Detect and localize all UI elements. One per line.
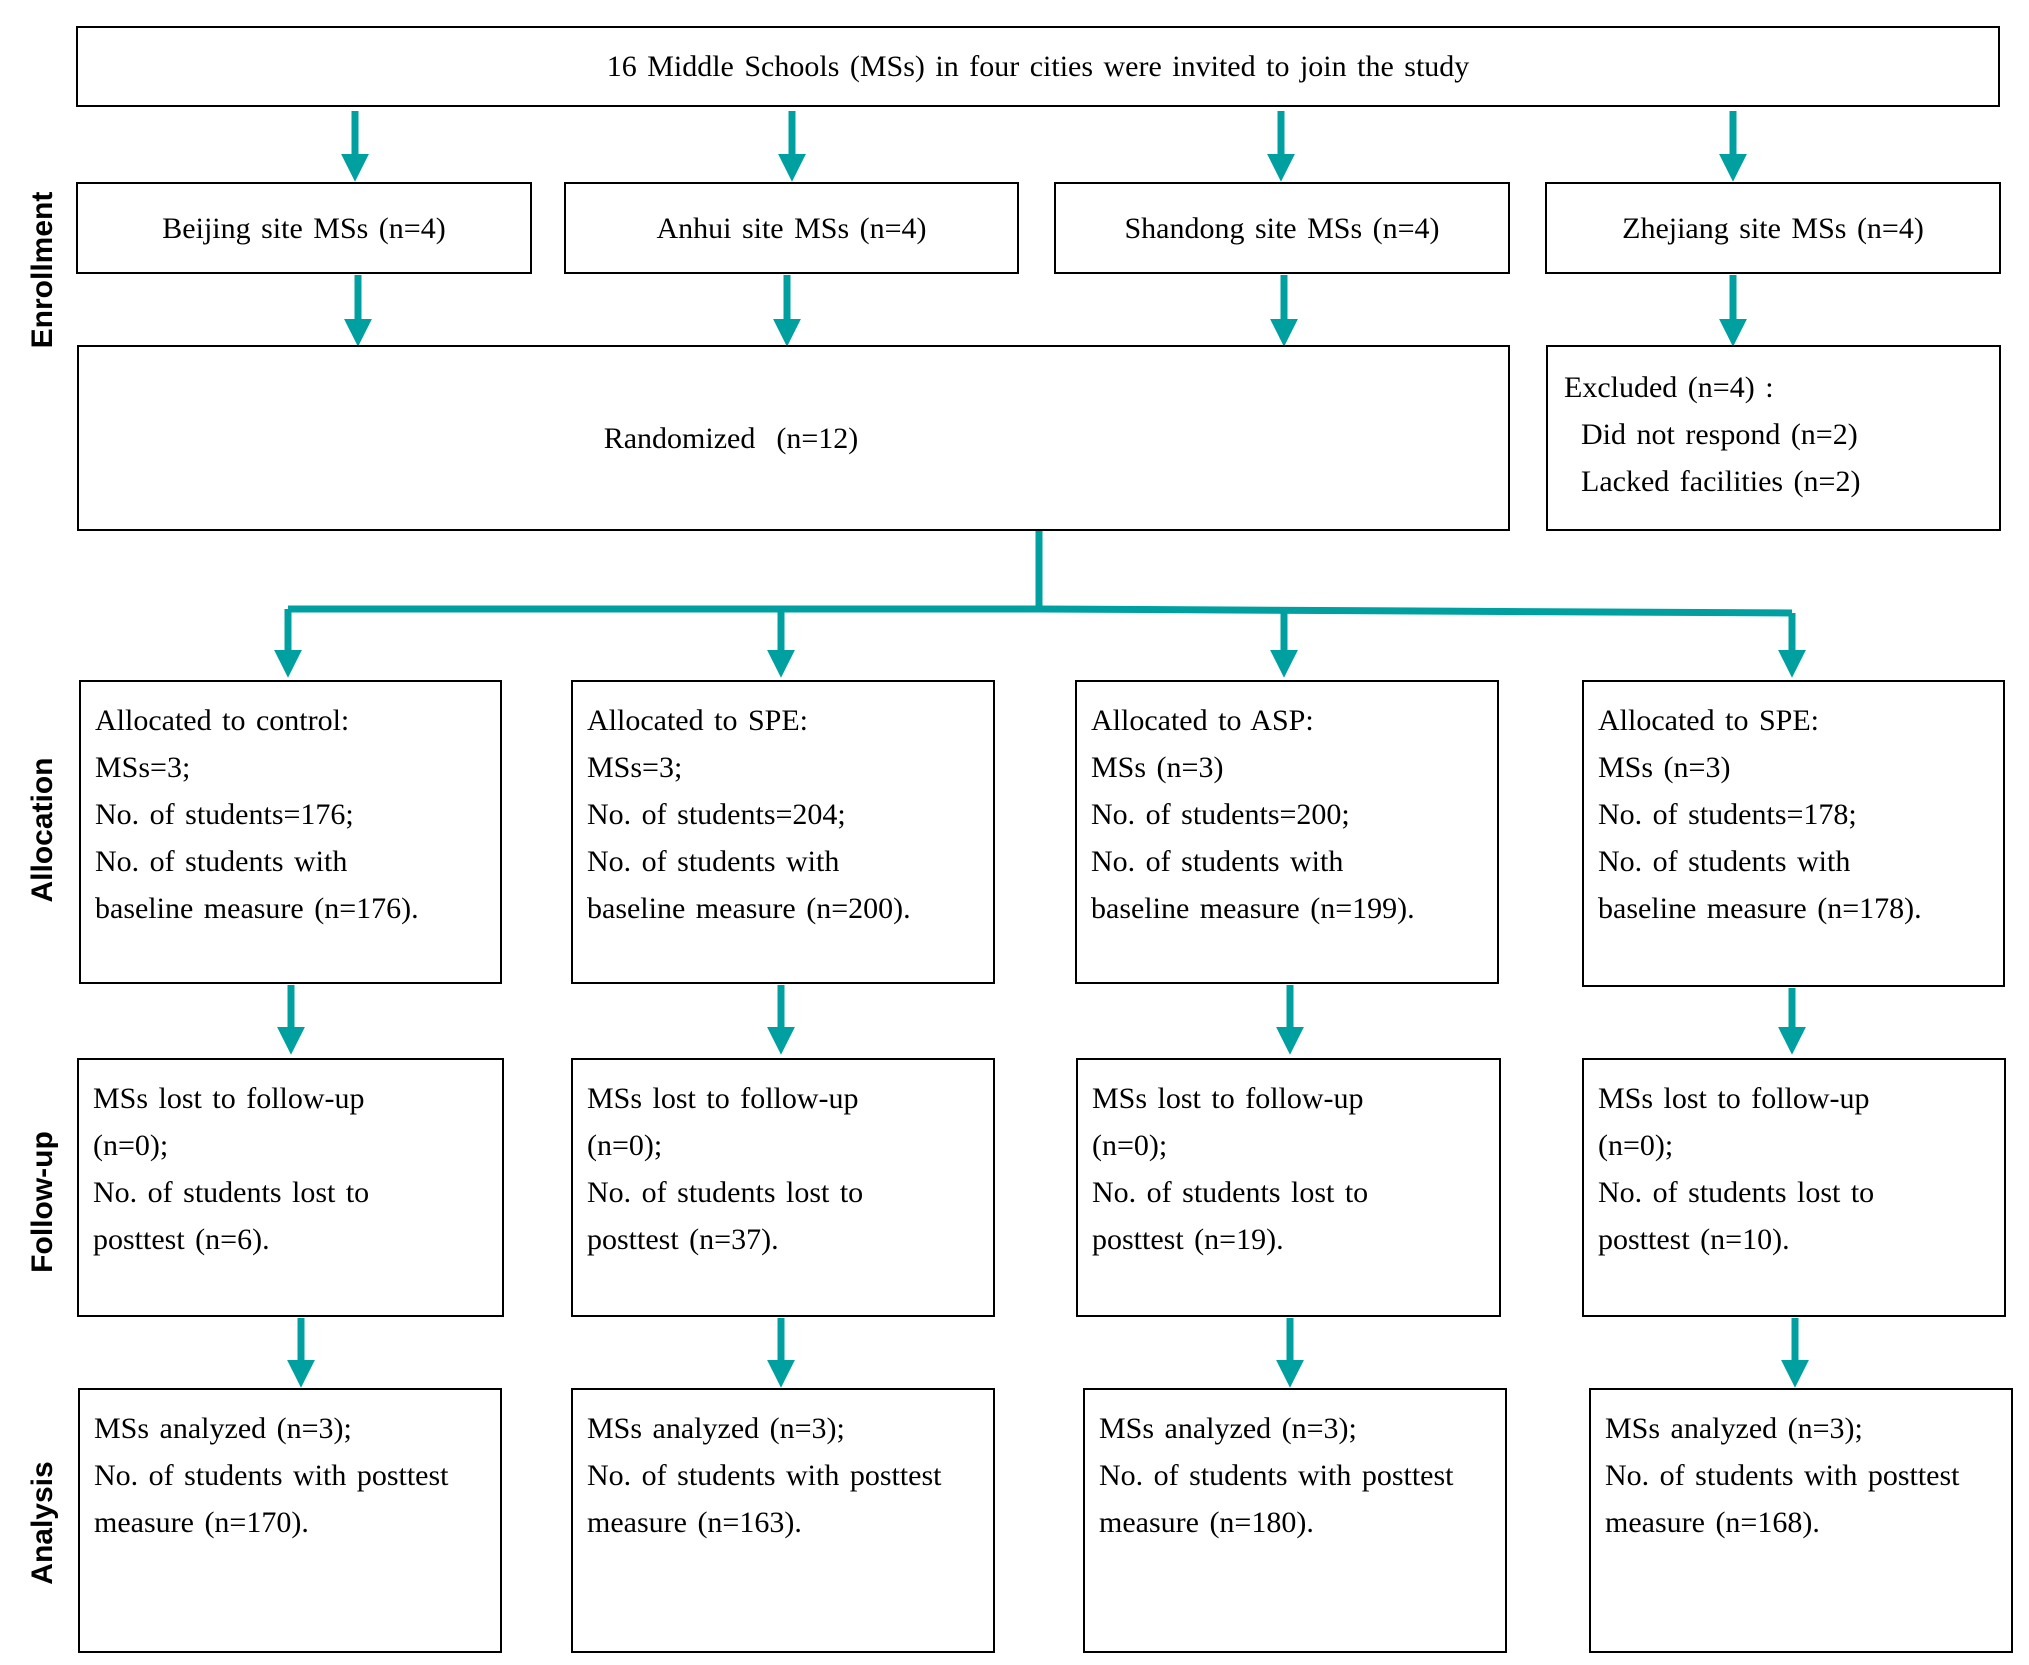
allocation-box-control: Allocated to control: MSs=3; No. of stud… (79, 680, 502, 984)
invited-schools-box: 16 Middle Schools (MSs) in four cities w… (76, 26, 2000, 107)
invited-schools-text: 16 Middle Schools (MSs) in four cities w… (606, 50, 1470, 83)
allocation-line: MSs=3; (587, 751, 683, 784)
followup-line: posttest (n=10). (1598, 1223, 1790, 1256)
connector-allocation-bar (288, 605, 1793, 617)
allocation-line: baseline measure (n=200). (587, 892, 911, 925)
site-box-shandong: Shandong site MSs (n=4) (1054, 182, 1510, 274)
followup-box-asp: MSs lost to follow-up (n=0); No. of stud… (1076, 1058, 1501, 1317)
followup-box-control: MSs lost to follow-up (n=0); No. of stud… (77, 1058, 504, 1317)
followup-box-spe-2: MSs lost to follow-up (n=0); No. of stud… (1582, 1058, 2006, 1317)
randomized-text: Randomized (n=12) (603, 421, 859, 455)
analysis-line: MSs analyzed (n=3); (587, 1412, 845, 1445)
analysis-line: measure (n=180). (1099, 1506, 1314, 1539)
analysis-line: No. of students with posttest (587, 1459, 942, 1492)
allocation-line: No. of students=204; (587, 798, 846, 831)
analysis-box-control: MSs analyzed (n=3); No. of students with… (78, 1388, 502, 1653)
allocation-line: baseline measure (n=199). (1091, 892, 1415, 925)
site-label-anhui: Anhui site MSs (n=4) (656, 211, 927, 245)
allocation-line: Allocated to control: (95, 704, 350, 737)
excluded-reason: Lacked facilities (n=2) (1581, 465, 1861, 498)
analysis-line: No. of students with posttest (1099, 1459, 1454, 1492)
allocation-line: baseline measure (n=176). (95, 892, 419, 925)
stage-label-enrollment: Enrollment (26, 191, 59, 349)
site-label-shandong: Shandong site MSs (n=4) (1124, 211, 1440, 245)
followup-line: MSs lost to follow-up (1092, 1082, 1364, 1115)
followup-line: MSs lost to follow-up (1598, 1082, 1870, 1115)
allocation-line: MSs=3; (95, 751, 191, 784)
followup-line: No. of students lost to (93, 1176, 370, 1209)
analysis-box-spe-2: MSs analyzed (n=3); No. of students with… (1589, 1388, 2013, 1653)
analysis-line: No. of students with posttest (94, 1459, 449, 1492)
followup-line: MSs lost to follow-up (93, 1082, 365, 1115)
stage-label-allocation: Allocation (26, 757, 59, 903)
followup-line: (n=0); (1598, 1129, 1674, 1162)
analysis-box-asp: MSs analyzed (n=3); No. of students with… (1083, 1388, 1507, 1653)
stage-label-follow-up: Follow-up (26, 1131, 59, 1273)
excluded-box: Excluded (n=4) : Did not respond (n=2) L… (1546, 345, 2001, 531)
followup-line: posttest (n=37). (587, 1223, 779, 1256)
allocation-line: No. of students=178; (1598, 798, 1857, 831)
excluded-reason: Did not respond (n=2) (1581, 418, 1858, 451)
allocation-line: No. of students with (587, 845, 840, 878)
followup-line: posttest (n=19). (1092, 1223, 1284, 1256)
followup-line: No. of students lost to (1092, 1176, 1369, 1209)
allocation-line: Allocated to SPE: (1598, 704, 1819, 737)
allocation-line: Allocated to SPE: (587, 704, 808, 737)
followup-line: (n=0); (93, 1129, 169, 1162)
excluded-title: Excluded (n=4) : (1564, 371, 1774, 404)
analysis-box-spe-1: MSs analyzed (n=3); No. of students with… (571, 1388, 995, 1653)
followup-line: (n=0); (587, 1129, 663, 1162)
site-label-zhejiang: Zhejiang site MSs (n=4) (1622, 211, 1924, 245)
allocation-line: baseline measure (n=178). (1598, 892, 1922, 925)
site-box-beijing: Beijing site MSs (n=4) (76, 182, 532, 274)
allocation-line: MSs (n=3) (1598, 751, 1731, 784)
allocation-line: MSs (n=3) (1091, 751, 1224, 784)
analysis-line: measure (n=168). (1605, 1506, 1820, 1539)
allocation-line: No. of students with (95, 845, 348, 878)
followup-line: (n=0); (1092, 1129, 1168, 1162)
site-box-zhejiang: Zhejiang site MSs (n=4) (1545, 182, 2001, 274)
site-label-beijing: Beijing site MSs (n=4) (162, 211, 446, 245)
randomized-box: Randomized (n=12) (77, 345, 1510, 531)
analysis-line: MSs analyzed (n=3); (1099, 1412, 1357, 1445)
analysis-line: MSs analyzed (n=3); (1605, 1412, 1863, 1445)
stage-label-analysis: Analysis (26, 1461, 59, 1585)
allocation-box-spe-2: Allocated to SPE: MSs (n=3) No. of stude… (1582, 680, 2005, 987)
allocation-line: No. of students with (1091, 845, 1344, 878)
followup-line: posttest (n=6). (93, 1223, 270, 1256)
followup-line: No. of students lost to (587, 1176, 864, 1209)
followup-line: MSs lost to follow-up (587, 1082, 859, 1115)
allocation-line: No. of students with (1598, 845, 1851, 878)
allocation-line: Allocated to ASP: (1091, 704, 1314, 737)
allocation-box-asp: Allocated to ASP: MSs (n=3) No. of stude… (1075, 680, 1499, 984)
site-box-anhui: Anhui site MSs (n=4) (564, 182, 1019, 274)
followup-line: No. of students lost to (1598, 1176, 1875, 1209)
analysis-line: No. of students with posttest (1605, 1459, 1960, 1492)
analysis-line: measure (n=163). (587, 1506, 802, 1539)
followup-box-spe-1: MSs lost to follow-up (n=0); No. of stud… (571, 1058, 995, 1317)
allocation-line: No. of students=176; (95, 798, 354, 831)
analysis-line: MSs analyzed (n=3); (94, 1412, 352, 1445)
allocation-box-spe-1: Allocated to SPE: MSs=3; No. of students… (571, 680, 995, 984)
analysis-line: measure (n=170). (94, 1506, 309, 1539)
allocation-line: No. of students=200; (1091, 798, 1350, 831)
